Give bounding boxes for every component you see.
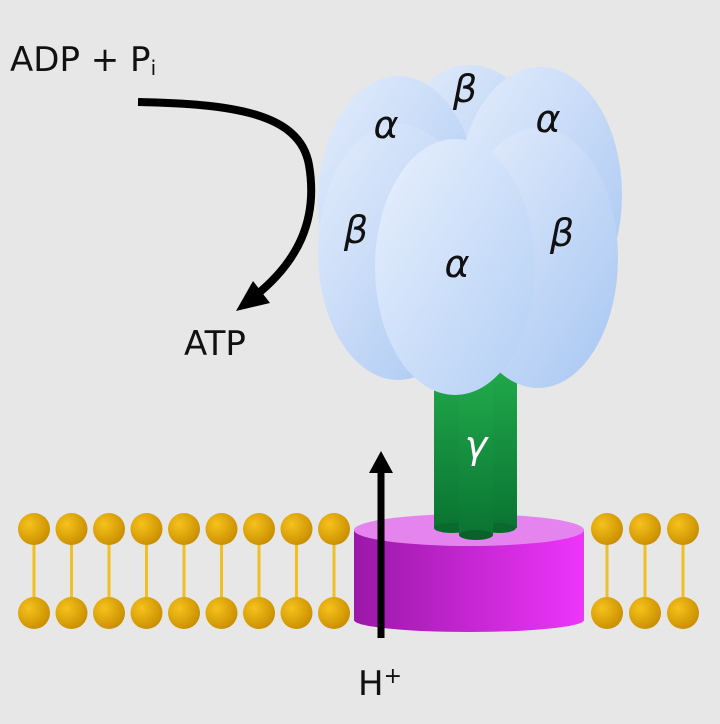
beta-label-left: β xyxy=(343,208,368,252)
lipid-head xyxy=(18,513,50,545)
lipid-head xyxy=(168,597,200,629)
lipid-head xyxy=(93,597,125,629)
lipid-head xyxy=(243,513,275,545)
lipid-head xyxy=(18,597,50,629)
lipid-head xyxy=(629,597,661,629)
lipid-molecule xyxy=(591,513,623,629)
lipid-head xyxy=(629,513,661,545)
lipid-head xyxy=(130,513,163,545)
lipid-head xyxy=(280,597,313,629)
lipid-molecule xyxy=(318,513,350,629)
lipid-molecule xyxy=(243,513,275,629)
lipid-head xyxy=(243,597,275,629)
lipid-molecule xyxy=(18,513,50,629)
lipid-molecule xyxy=(667,513,699,629)
lipid-molecule xyxy=(130,513,163,629)
lipid-head xyxy=(168,513,200,545)
lipid-molecule xyxy=(93,513,125,629)
lipid-head xyxy=(667,597,699,629)
lipid-molecule xyxy=(205,513,238,629)
lipid-head xyxy=(591,513,623,545)
lipid-head xyxy=(318,513,350,545)
beta-label-top: β xyxy=(452,67,477,111)
lipid-head xyxy=(55,513,88,545)
atp-label: ATP xyxy=(184,324,246,364)
lipid-molecule xyxy=(168,513,200,629)
alpha-label-top-left: α xyxy=(373,103,398,147)
lipid-head xyxy=(55,597,88,629)
lipid-molecule xyxy=(629,513,661,629)
lipid-head xyxy=(205,513,238,545)
lipid-head xyxy=(667,513,699,545)
lipid-head xyxy=(591,597,623,629)
lipid-head xyxy=(318,597,350,629)
lipid-molecule xyxy=(55,513,88,629)
adp-pi-label: ADP + Pi xyxy=(10,40,157,80)
lipid-bilayer xyxy=(18,513,699,629)
lipid-head xyxy=(280,513,313,545)
lipid-head xyxy=(130,597,163,629)
reaction-arrow xyxy=(137,98,316,304)
gamma-label: γ xyxy=(465,423,490,467)
lipid-molecule xyxy=(280,513,313,629)
lipid-head xyxy=(205,597,238,629)
lipid-head xyxy=(93,513,125,545)
f1-head: β α α β β α xyxy=(318,65,622,395)
proton-arrow-head xyxy=(369,451,393,473)
reaction-arrow-head xyxy=(236,281,270,311)
alpha-label-front: α xyxy=(444,242,469,286)
proton-label: H+ xyxy=(358,664,403,704)
alpha-label-top-right: α xyxy=(535,97,560,141)
beta-label-right: β xyxy=(549,211,574,255)
alpha-subunit-front xyxy=(375,139,535,395)
